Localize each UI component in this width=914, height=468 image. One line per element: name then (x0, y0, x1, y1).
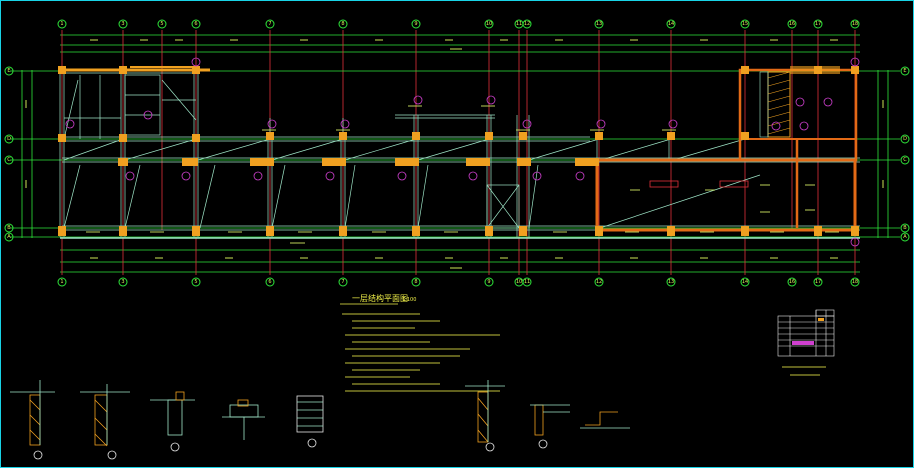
columns (58, 66, 859, 236)
dimension-text-marks (25, 39, 884, 269)
left-axis-bubble (4, 223, 14, 233)
bottom-axis-bubble (850, 277, 860, 287)
top-axis-label: 17 (815, 21, 821, 27)
top-axis-bubble (484, 19, 494, 29)
section-markers (65, 57, 860, 247)
general-notes (342, 313, 500, 392)
bottom-axis-label: 13 (668, 279, 674, 285)
top-axis-label: 8 (341, 21, 344, 27)
bottom-axis-label: 7 (341, 279, 344, 285)
top-axis-label: 1 (60, 21, 63, 27)
bottom-axis-bubble (522, 277, 532, 287)
bottom-axis-label: 17 (815, 279, 821, 285)
right-axis-label: C (903, 157, 907, 163)
left-axis-label: C (7, 157, 11, 163)
left-axis-bubble (4, 232, 14, 242)
top-axis-label: 15 (742, 21, 748, 27)
top-axis-label: 10 (486, 21, 492, 27)
top-axis-label: 3 (121, 21, 124, 27)
top-axis-bubble (338, 19, 348, 29)
right-axis-bubble (900, 223, 910, 233)
top-axis-label: 14 (668, 21, 674, 27)
bottom-axis-bubble (740, 277, 750, 287)
bottom-axis-bubble (338, 277, 348, 287)
top-axis-bubble (265, 19, 275, 29)
bottom-axis-bubble (813, 277, 823, 287)
bottom-axis-bubble (787, 277, 797, 287)
top-axis-bubble (57, 19, 67, 29)
annotation-marks (86, 105, 839, 244)
top-dimension-lines (60, 34, 860, 53)
top-axis-bubble (813, 19, 823, 29)
top-axis-bubble (522, 19, 532, 29)
right-axis-label: D (903, 136, 907, 142)
stair-area-lines (64, 74, 197, 139)
side-dimension-lines (21, 70, 889, 238)
left-axis-bubble (4, 155, 14, 165)
right-axis-bubble (900, 66, 910, 76)
legend-table (777, 309, 835, 357)
top-axis-bubble (666, 19, 676, 29)
left-axis-label: E (7, 68, 10, 74)
bottom-axis-bubble (265, 277, 275, 287)
top-axis-label: 18 (852, 21, 858, 27)
bottom-axis-label: 8 (414, 279, 417, 285)
bottom-axis-label: 11 (524, 279, 530, 285)
bottom-axis-label: 16 (789, 279, 795, 285)
top-axis-bubble (594, 19, 604, 29)
left-axis-bubble (4, 66, 14, 76)
top-axis-bubble (191, 19, 201, 29)
section-details (10, 380, 630, 460)
bottom-axis-bubble (484, 277, 494, 287)
bottom-axis-bubble (411, 277, 421, 287)
bottom-axis-bubble (594, 277, 604, 287)
top-axis-label: 5 (160, 21, 163, 27)
top-axis-bubble (787, 19, 797, 29)
bottom-axis-label: 12 (596, 279, 602, 285)
top-axis-label: 11 (516, 21, 522, 27)
top-axis-label: 7 (268, 21, 271, 27)
walls (60, 66, 860, 239)
bottom-axis-label: 1 (60, 279, 63, 285)
top-axis-label: 13 (596, 21, 602, 27)
room-label-boxes (649, 180, 749, 188)
top-axis-bubble (740, 19, 750, 29)
bottom-axis-label: 9 (487, 279, 490, 285)
left-axis-label: A (7, 234, 11, 240)
right-axis-bubble (900, 232, 910, 242)
bottom-axis-bubble (118, 277, 128, 287)
top-axis-label: 12 (524, 21, 530, 27)
bottom-axis-bubble (666, 277, 676, 287)
top-axis-bubble (850, 19, 860, 29)
top-axis-bubble (118, 19, 128, 29)
left-axis-label: D (7, 136, 11, 142)
top-axis-bubble (411, 19, 421, 29)
bottom-dimension-lines (60, 249, 860, 273)
left-axis-label: B (7, 225, 11, 231)
top-axis-bubble (157, 19, 167, 29)
right-axis-label: B (903, 225, 907, 231)
plan-scale: 1:100 (402, 297, 416, 303)
bottom-axis-label: 14 (742, 279, 748, 285)
top-axis-label: 9 (414, 21, 417, 27)
right-axis-label: A (903, 234, 907, 240)
bottom-axis-bubble (57, 277, 67, 287)
bottom-axis-label: 5 (194, 279, 197, 285)
top-axis-label: 16 (789, 21, 795, 27)
right-axis-bubble (900, 134, 910, 144)
bottom-axis-label: 10 (516, 279, 522, 285)
right-axis-label: E (903, 68, 906, 74)
right-axis-bubble (900, 155, 910, 165)
bottom-axis-label: 18 (852, 279, 858, 285)
plan-title: 一层结构平面图 (352, 293, 408, 303)
bottom-axis-bubble (191, 277, 201, 287)
bottom-axis-label: 3 (121, 279, 124, 285)
bottom-axis-label: 6 (268, 279, 271, 285)
left-axis-bubble (4, 134, 14, 144)
top-axis-label: 6 (194, 21, 197, 27)
